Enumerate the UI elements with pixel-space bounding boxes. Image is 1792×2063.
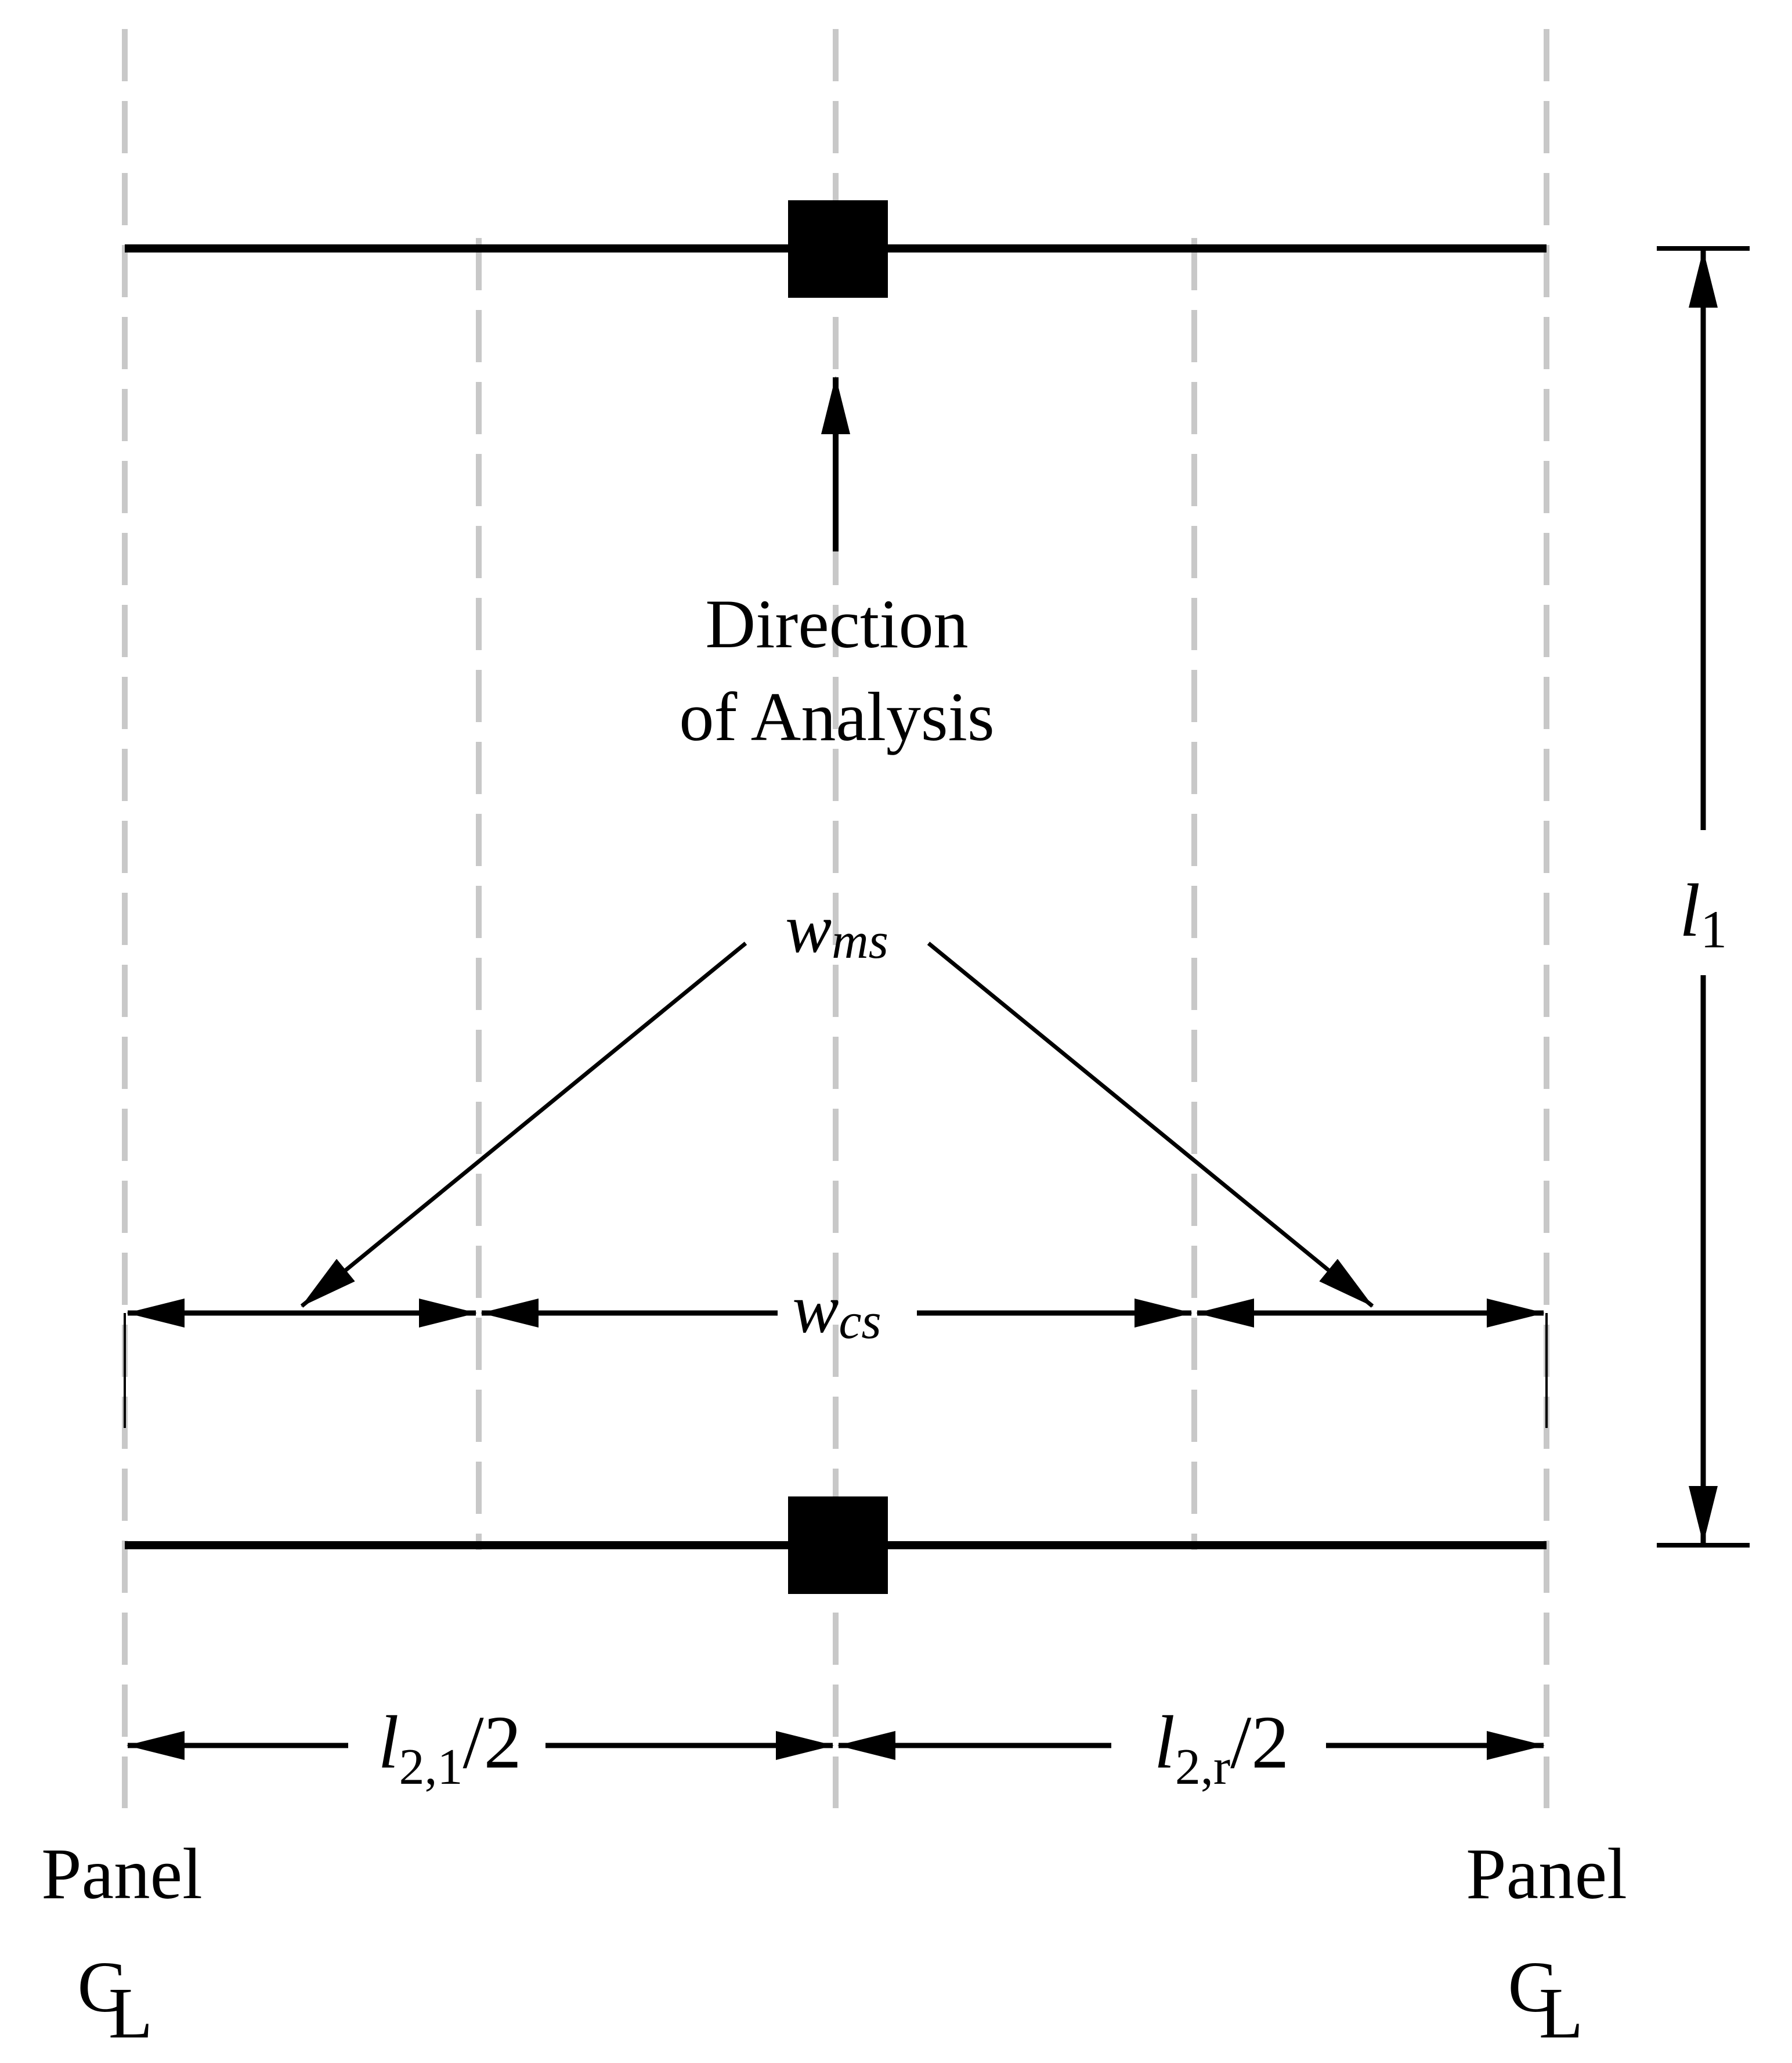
gridlines bbox=[122, 29, 1549, 1808]
l2r-label: l2,r/2 bbox=[1154, 1701, 1289, 1795]
panel-cl-left: Panel C L bbox=[41, 1834, 203, 2054]
wcs-label: wcs bbox=[792, 1270, 881, 1350]
wms-pointer-left bbox=[300, 942, 747, 1308]
half-panel-dimensions: l2,1/2 l2,r/2 bbox=[127, 1701, 1545, 1795]
cl-right-c: C bbox=[1508, 1947, 1556, 2028]
l1-dimension: l1 bbox=[1657, 246, 1750, 1548]
cl-left-c: C bbox=[77, 1947, 125, 2028]
wms-label: wms bbox=[785, 890, 888, 969]
bottom-column bbox=[788, 1496, 888, 1594]
strip-width-row: wcs bbox=[124, 1270, 1548, 1428]
direction-label-line2: of Analysis bbox=[679, 678, 994, 755]
cl-left-l: L bbox=[109, 1974, 153, 2054]
l1-label: l1 bbox=[1679, 869, 1727, 959]
panel-left-label: Panel bbox=[41, 1834, 203, 1914]
wms-pointer-right bbox=[927, 942, 1374, 1308]
top-column bbox=[788, 200, 888, 298]
l2l-label: l2,1/2 bbox=[378, 1701, 521, 1795]
panel-right-label: Panel bbox=[1466, 1834, 1627, 1914]
cl-right-l: L bbox=[1539, 1974, 1583, 2054]
direction-label-line1: Direction bbox=[705, 585, 968, 662]
panel-cl-right: Panel C L bbox=[1466, 1834, 1627, 2054]
